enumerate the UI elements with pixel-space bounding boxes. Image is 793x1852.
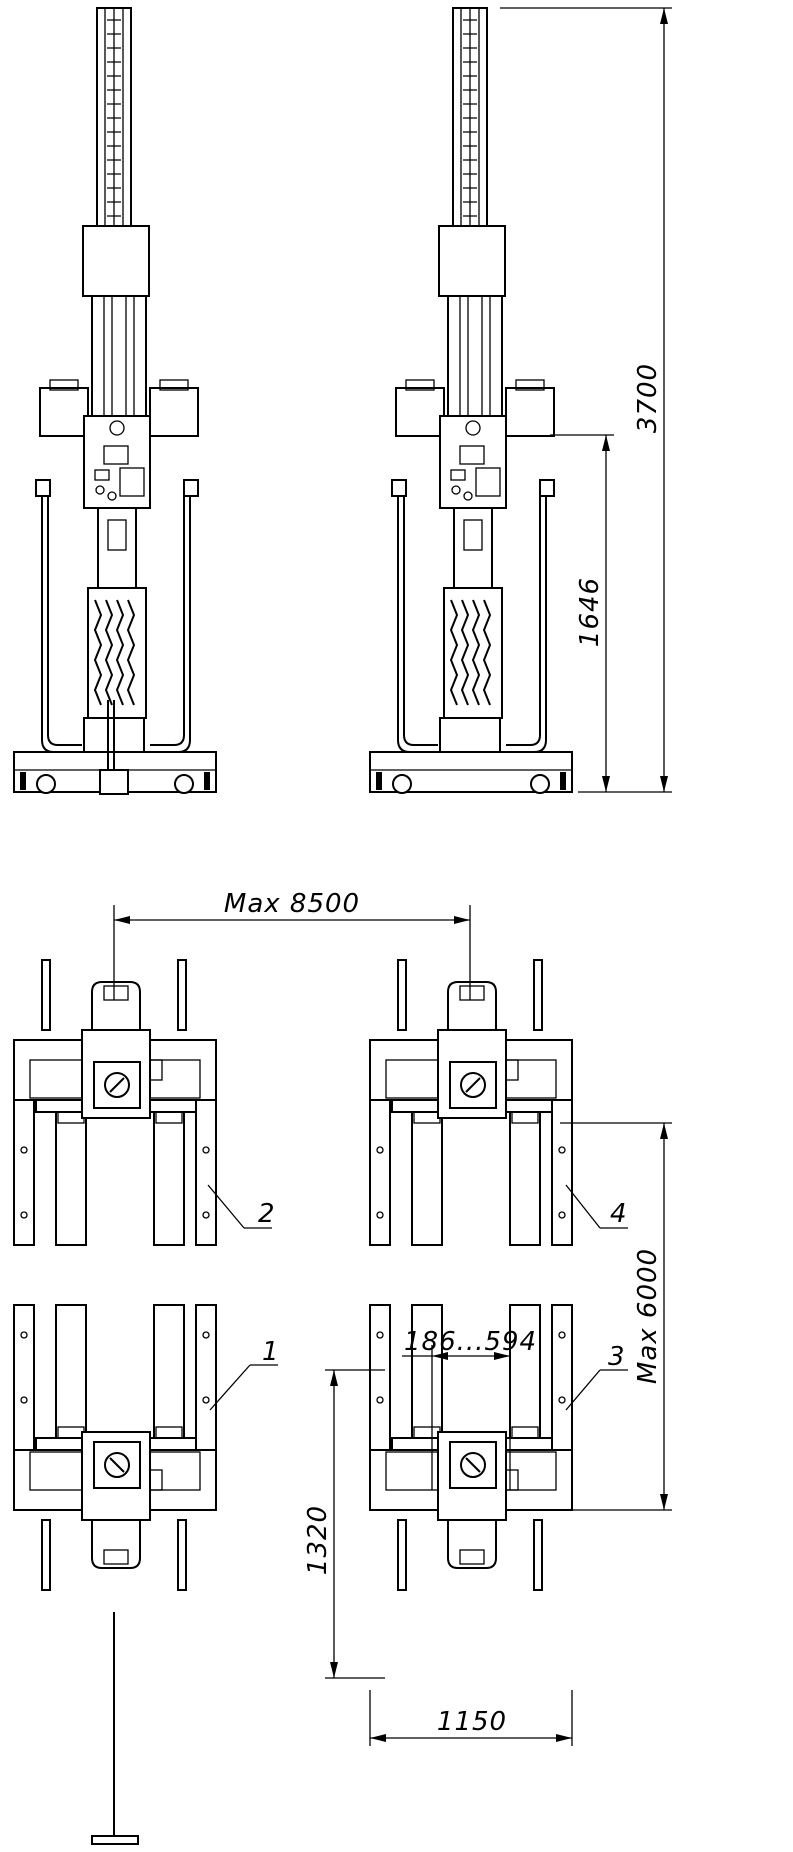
dimension-total-height: 3700 xyxy=(500,7,672,793)
dimension-total-height-text: 3700 xyxy=(633,363,663,433)
elevation-view-right xyxy=(369,7,573,794)
callout-3-label: 3 xyxy=(608,1342,626,1372)
dimension-arm-height: 1646 xyxy=(550,434,614,792)
dimension-length-text: 1320 xyxy=(303,1505,333,1575)
dimension-width-text: 1150 xyxy=(437,1707,507,1737)
dimension-adjust-range: 186...594 xyxy=(402,1327,537,1490)
tow-handle-grip xyxy=(99,769,129,795)
dimension-length: 1320 xyxy=(303,1369,385,1679)
elevation-view-left xyxy=(13,7,217,795)
plan-view-unit-1 xyxy=(13,1304,217,1845)
dimension-adjust-range-text: 186...594 xyxy=(404,1327,537,1357)
plan-view-unit-2 xyxy=(13,959,217,1246)
callout-2-label: 2 xyxy=(258,1199,276,1229)
callout-3: 3 xyxy=(565,1342,628,1411)
dimension-max-vertical-text: Max 6000 xyxy=(633,1248,663,1384)
dimension-width: 1150 xyxy=(369,1690,573,1746)
dimension-max-vertical: Max 6000 xyxy=(560,1122,672,1511)
plan-view-unit-4 xyxy=(369,959,573,1246)
callout-4-label: 4 xyxy=(610,1199,628,1229)
dimension-arm-height-text: 1646 xyxy=(575,577,605,647)
dimension-max-horizontal-text: Max 8500 xyxy=(224,889,360,919)
callout-2: 2 xyxy=(207,1184,276,1229)
tow-bar-grip xyxy=(91,1835,139,1845)
callout-1-label: 1 xyxy=(262,1337,280,1367)
dimension-max-horizontal: Max 8500 xyxy=(113,889,471,1000)
callout-4: 4 xyxy=(565,1184,628,1229)
callout-1: 1 xyxy=(209,1337,280,1411)
